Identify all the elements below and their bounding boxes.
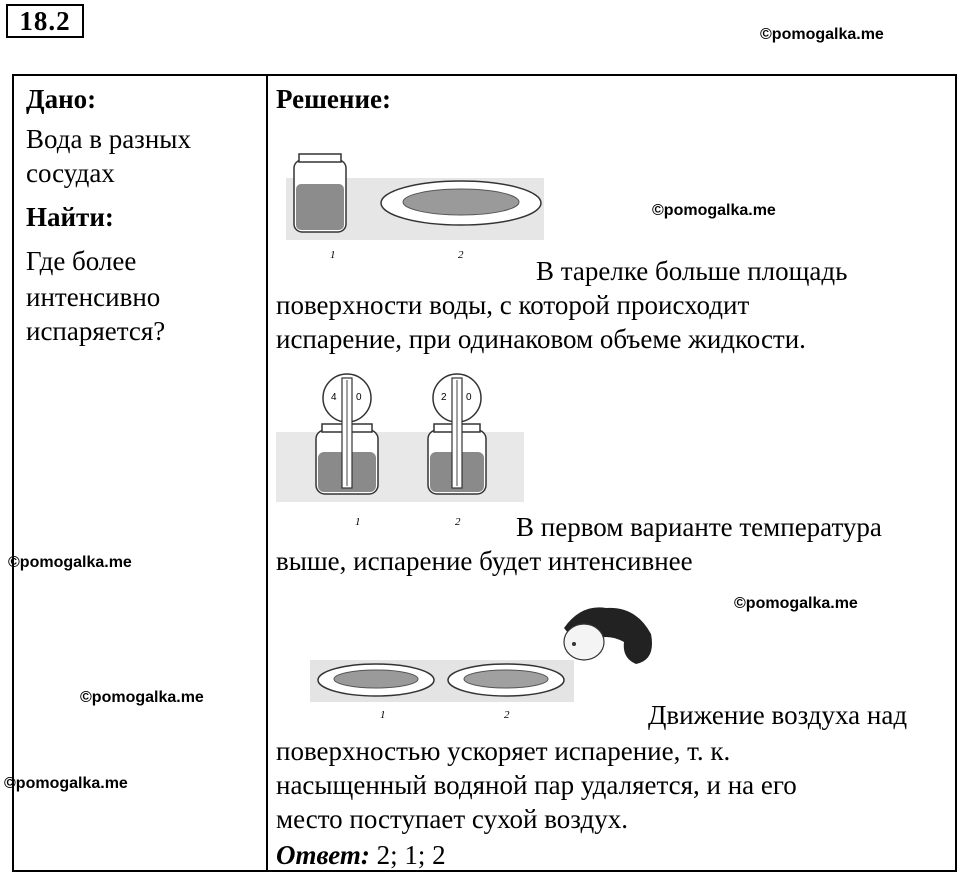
answer-label: Ответ: bbox=[276, 840, 370, 870]
watermark: ©pomogalka.me bbox=[4, 775, 128, 792]
column-divider bbox=[266, 76, 268, 870]
figure-jars-with-thermometers: 4 0 2 0 1 2 bbox=[276, 373, 524, 528]
figure-label: 2 bbox=[504, 709, 510, 721]
given-header: Дано: bbox=[26, 84, 97, 114]
watermark: ©pomogalka.me bbox=[8, 554, 132, 571]
solution-header: Решение: bbox=[276, 84, 391, 114]
task-table: Дано: Вода в разных сосудах Найти: Где б… bbox=[12, 74, 957, 872]
scale-label: 2 bbox=[441, 392, 447, 403]
watermark: ©pomogalka.me bbox=[80, 689, 204, 706]
figure-label: 1 bbox=[380, 709, 386, 721]
scale-label: 0 bbox=[466, 392, 472, 403]
answer-value: 2; 1; 2 bbox=[369, 840, 446, 870]
find-line: Где более bbox=[26, 246, 137, 276]
find-line: испаряется? bbox=[26, 316, 166, 346]
find-header: Найти: bbox=[26, 202, 114, 232]
given-line: Вода в разных bbox=[26, 124, 191, 154]
scale-label: 4 bbox=[331, 392, 337, 403]
figure-label: 1 bbox=[355, 516, 361, 528]
solution-text: поверхностью ускоряет испарение, т. к. bbox=[276, 736, 731, 766]
watermark: ©pomogalka.me bbox=[734, 595, 858, 612]
solution-text: испарение, при одинаковом объеме жидкост… bbox=[276, 324, 806, 354]
figure-jar-and-plate: 1 2 bbox=[286, 153, 544, 261]
solution-text: выше, испарение будет интенсивнее bbox=[276, 546, 693, 576]
problem-number: 18.2 bbox=[6, 4, 84, 38]
solution-text: место поступает сухой воздух. bbox=[276, 804, 628, 834]
answer-line: Ответ: 2; 1; 2 bbox=[276, 838, 446, 872]
watermark: ©pomogalka.me bbox=[760, 26, 884, 43]
find-line: интенсивно bbox=[26, 282, 161, 312]
solution-text: В первом варианте температура bbox=[516, 512, 882, 542]
given-line: сосудах bbox=[26, 158, 115, 188]
figure-label: 2 bbox=[458, 249, 464, 261]
solution-text: Движение воздуха над bbox=[648, 700, 908, 730]
solution-text: поверхности воды, с которой происходит bbox=[276, 290, 750, 320]
solution-text: В тарелке больше площадь bbox=[536, 256, 848, 286]
solution-text: насыщенный водяной пар удаляется, и на е… bbox=[276, 770, 797, 800]
figure-label: 1 bbox=[330, 249, 336, 261]
scale-label: 0 bbox=[356, 392, 362, 403]
figure-plates-and-girl: 1 2 bbox=[310, 607, 652, 721]
figure-label: 2 bbox=[455, 516, 461, 528]
watermark: ©pomogalka.me bbox=[652, 202, 776, 219]
